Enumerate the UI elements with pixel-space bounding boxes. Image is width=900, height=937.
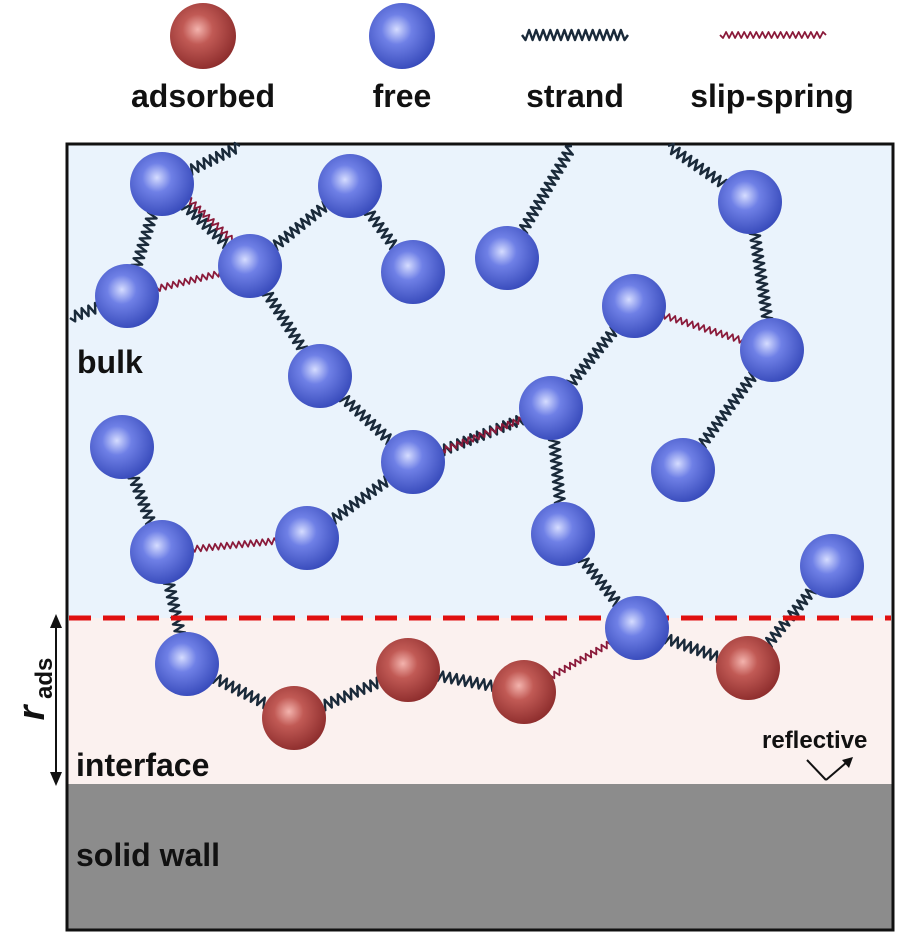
legend-slip-spring-label: slip-spring (690, 78, 854, 114)
free-bead (605, 596, 669, 660)
svg-text:ads: ads (31, 658, 58, 699)
adsorbed-bead (716, 636, 780, 700)
free-bead (800, 534, 864, 598)
beads-layer (90, 152, 864, 750)
free-bead (718, 170, 782, 234)
bulk-label: bulk (77, 344, 143, 380)
free-bead (130, 520, 194, 584)
interface-label: interface (76, 747, 209, 783)
legend-free-label: free (373, 78, 432, 114)
free-bead (90, 415, 154, 479)
legend-strand-zigzag (521, 28, 629, 42)
free-bead (531, 502, 595, 566)
free-bead (740, 318, 804, 382)
free-bead (130, 152, 194, 216)
simulation-box-border (65, 142, 895, 932)
free-bead (288, 344, 352, 408)
legend-adsorbed-bead-icon (170, 3, 236, 69)
free-bead (602, 274, 666, 338)
legend-adsorbed-label: adsorbed (131, 78, 275, 114)
free-bead (318, 154, 382, 218)
adsorbed-bead (492, 660, 556, 724)
legend: adsorbed free strand slip-spring (131, 3, 854, 114)
adsorption-radius-arrow (50, 614, 62, 786)
free-bead (155, 632, 219, 696)
reflective-label: reflective (762, 727, 867, 754)
adsorbed-bead (262, 686, 326, 750)
legend-slip-spring-zigzag (719, 31, 827, 39)
legend-strand-label: strand (526, 78, 624, 114)
legend-strand-icon (521, 28, 629, 42)
solid-wall (67, 784, 893, 930)
slip-spring (184, 195, 233, 241)
legend-slip-spring-icon (719, 31, 827, 39)
free-bead (381, 240, 445, 304)
svg-text:r: r (11, 703, 53, 720)
reflective-arrow-icon (806, 757, 853, 781)
solid-wall-label: solid wall (76, 837, 220, 873)
adsorbed-bead (376, 638, 440, 702)
free-bead (218, 234, 282, 298)
free-bead (475, 226, 539, 290)
legend-free-bead-icon (369, 3, 435, 69)
free-bead (381, 430, 445, 494)
free-bead (95, 264, 159, 328)
free-bead (651, 438, 715, 502)
free-bead (275, 506, 339, 570)
free-bead (519, 376, 583, 440)
adsorption-radius-label: r ads (11, 658, 58, 721)
